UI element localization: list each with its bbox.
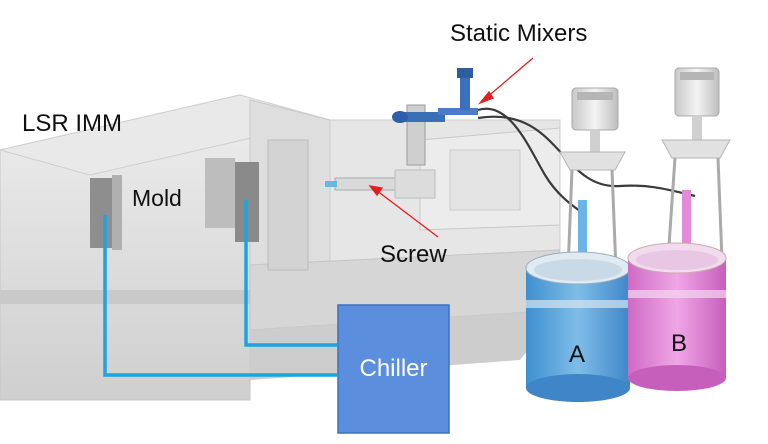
pointer-arrows <box>368 57 534 238</box>
metering-unit-b <box>661 67 731 261</box>
static-mixer-assembly <box>392 68 478 166</box>
screw-label: Screw <box>380 241 447 268</box>
chiller-label: Chiller <box>359 355 428 382</box>
machine-label: LSR IMM <box>22 110 123 137</box>
drum-b <box>627 242 727 391</box>
screw-unit <box>325 169 436 199</box>
component-b-label: B <box>671 330 688 357</box>
mold-label: Mold <box>132 185 182 211</box>
supply-hoses <box>477 107 696 216</box>
static-mixers-label: Static Mixers <box>450 20 588 47</box>
metering-unit-a <box>559 87 626 271</box>
chiller-box <box>337 304 450 434</box>
component-a-label: A <box>569 341 586 368</box>
coolant-lines <box>103 200 338 377</box>
drum-a <box>525 251 631 402</box>
machine-body <box>0 94 561 401</box>
